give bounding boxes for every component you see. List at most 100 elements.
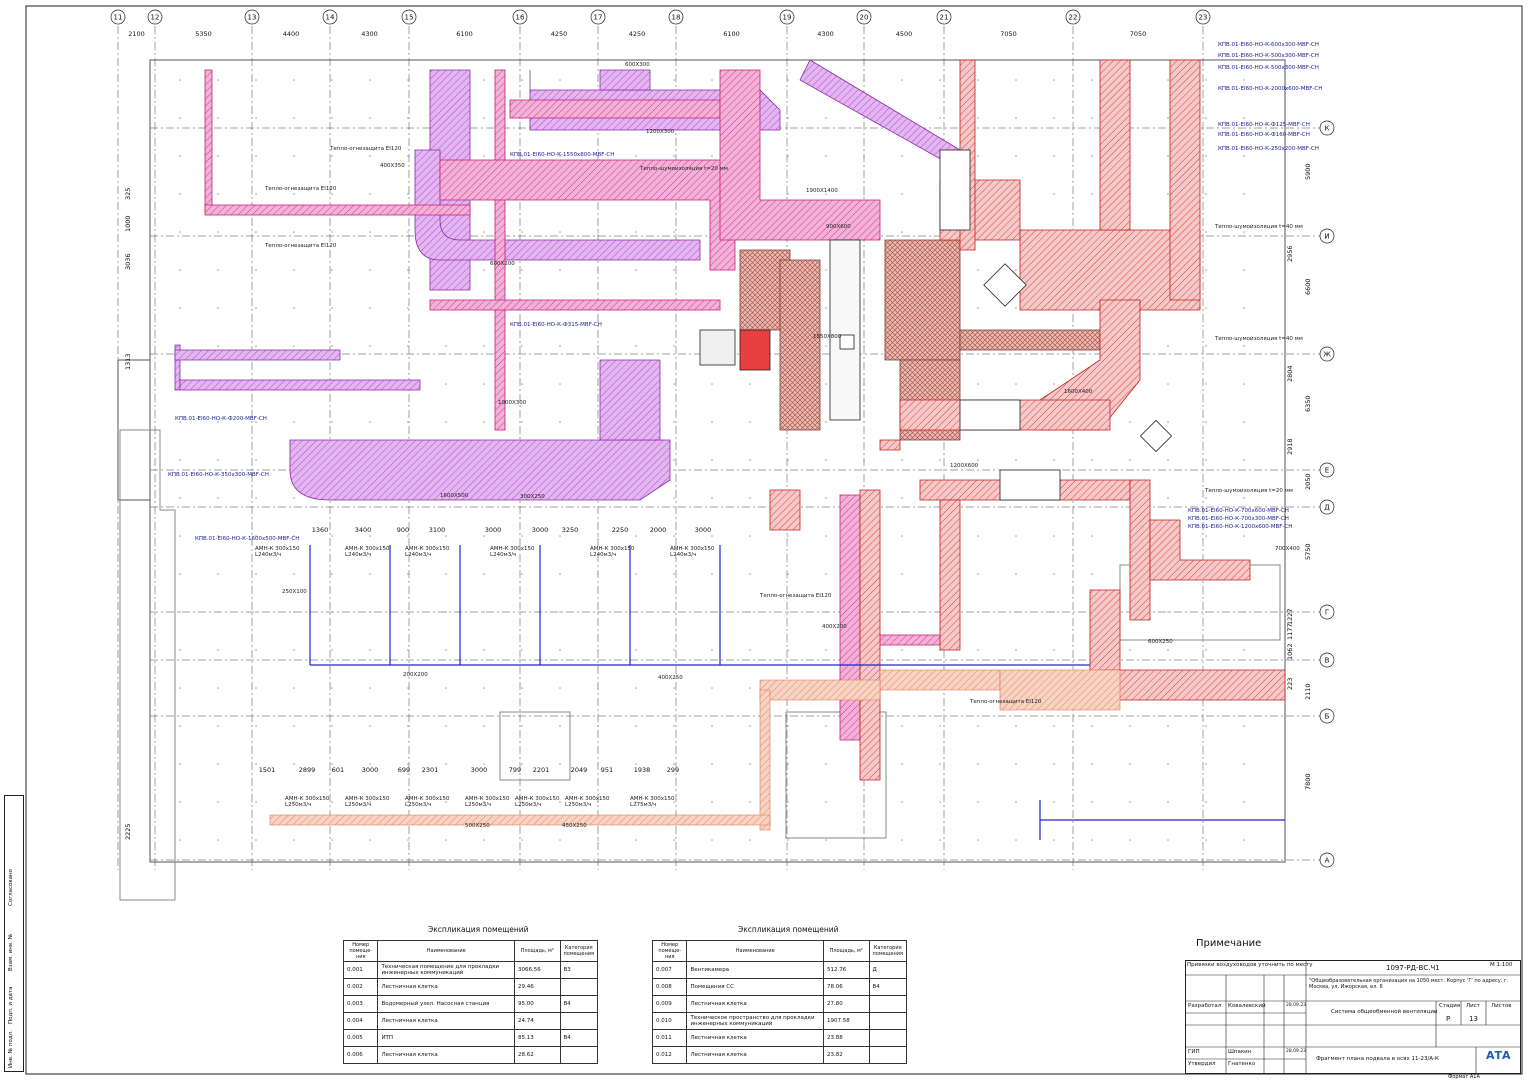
cell-area: 512.76	[823, 961, 870, 979]
sheet-frame	[25, 5, 1523, 1075]
valve-label: КПВ.01-EI60-НО-К-Ф125-МВF-СН	[1218, 122, 1310, 128]
bottom-dimension: 2201	[533, 766, 550, 774]
side-stamp-sign: Подп. и дата	[8, 986, 14, 1024]
format-label: Формат А1А	[1448, 1074, 1480, 1080]
col-name: Наименование	[686, 940, 825, 962]
name-approve: Гнатенко	[1228, 1061, 1256, 1067]
col-dimension: 2100	[128, 30, 145, 38]
grid-row-label: Б	[1325, 713, 1330, 721]
cell-name: Лестничная клетка	[686, 995, 825, 1013]
bottom-dimension: 2899	[299, 766, 316, 774]
col-dimension: 4300	[817, 30, 834, 38]
bottom-dimension: 1938	[634, 766, 651, 774]
grid-col-label: 17	[594, 14, 603, 22]
grid-bubble-row	[1319, 852, 1335, 868]
cell-category	[559, 1046, 598, 1064]
system-label: Тепло-огнезащита EI120	[969, 699, 1042, 705]
table-header-row: Номер помеще-ния Наименование Площадь, м…	[651, 940, 907, 962]
duct-size-label: 1000X300	[498, 400, 527, 406]
cell-area: 85.13	[514, 1029, 561, 1047]
diffuser-model-label: АМН-К 300х150	[255, 546, 300, 552]
grid-col-label: 19	[783, 14, 792, 22]
cell-number: 0.011	[651, 1029, 688, 1047]
left-dimension: 325	[124, 188, 132, 200]
diffuser-model-label: АМН-К 300х150	[630, 796, 675, 802]
diffuser-flow-label: L240м3/ч	[590, 552, 616, 558]
grid-row-label: В	[1325, 657, 1330, 665]
grid-row-label: А	[1325, 857, 1330, 865]
cell-category	[868, 995, 907, 1013]
duct-size-label: 700X400	[1275, 546, 1300, 552]
duct-size-label: 400X350	[380, 163, 405, 169]
grid-col-label: 15	[405, 14, 414, 22]
cell-name: Техническое пространство для прокладки и…	[686, 1012, 825, 1030]
mid-dimension: 2000	[650, 526, 667, 534]
col-dimension: 6100	[723, 30, 740, 38]
col-name: Наименование	[377, 940, 516, 962]
side-stamp: Согласовано Взам. инв. № Подп. и дата Ин…	[4, 795, 24, 1072]
duct-size-label: 900X600	[826, 224, 851, 230]
grid-row-label: Ж	[1323, 351, 1331, 359]
grid-bubble-col	[110, 9, 126, 25]
system-label: Тепло-огнезащита EI120	[329, 146, 402, 152]
row-dimension-secondary: 2804	[1286, 365, 1294, 382]
cell-category: В4	[559, 995, 598, 1013]
valve-label: КПВ.01-EI60-НО-К-700х300-МВF-СН	[1188, 516, 1289, 522]
duct-size-label: 1600X400	[1064, 389, 1093, 395]
diffuser-model-label: АМН-К 300х150	[590, 546, 635, 552]
diffuser-flow-label: L250м3/ч	[465, 802, 491, 808]
bottom-dimension: 601	[332, 766, 344, 774]
col-dimension: 7050	[1000, 30, 1017, 38]
col-dimension: 5350	[195, 30, 212, 38]
row-dimension-secondary: 223	[1286, 678, 1294, 690]
mid-dimension: 2250	[612, 526, 629, 534]
grid-bubble-col	[401, 9, 417, 25]
system-label: Тепло-огнезащита EI120	[264, 186, 337, 192]
cell-name: Лестничная клетка	[686, 1046, 825, 1064]
cell-number: 0.006	[342, 1046, 379, 1064]
stage-value: Р	[1446, 1015, 1451, 1023]
duct-size-label: 1200X600	[950, 463, 979, 469]
row-dimension: 6350	[1304, 395, 1312, 412]
date-developer: 28.09.23	[1286, 1003, 1307, 1008]
company-logo: АТА	[1486, 1049, 1511, 1062]
explication-left-title: Экспликация помещений	[428, 925, 529, 934]
col-number: Номер помеще-ния	[342, 940, 379, 962]
col-dimension: 4250	[629, 30, 646, 38]
valve-label: КПВ.01-EI60-НО-К-1200х600-МВF-СН	[1188, 524, 1292, 530]
diffuser-model-label: АМН-К 300х150	[345, 796, 390, 802]
name-gip: Шпакин	[1228, 1049, 1252, 1055]
grid-col-label: 23	[1199, 14, 1208, 22]
valve-label: КПВ.01-EI60-НО-К-Ф160-МВF-СН	[1218, 132, 1310, 138]
duct-size-label: 400X250	[658, 675, 683, 681]
mid-dimension: 3000	[695, 526, 712, 534]
cell-number: 0.009	[651, 995, 688, 1013]
valve-label: КПВ.01-EI60-НО-К-500х300-МВF-СН	[1218, 53, 1319, 59]
diffuser-model-label: АМН-К 300х150	[515, 796, 560, 802]
bottom-dimension: 3000	[471, 766, 488, 774]
duct-pink-system	[204, 69, 941, 741]
diffuser-flow-label: L250м3/ч	[565, 802, 591, 808]
project-name: "Общеобразовательная организация на 1050…	[1309, 978, 1509, 990]
mid-dimension: 3100	[429, 526, 446, 534]
duct-size-label: 600X250	[1148, 639, 1173, 645]
cell-name: Лестничная клетка	[377, 1012, 516, 1030]
cell-area: 27.80	[823, 995, 870, 1013]
cell-area: 24.74	[514, 1012, 561, 1030]
mid-dimension: 3400	[355, 526, 372, 534]
grid-col-label: 22	[1069, 14, 1078, 22]
duct-size-labels: 600X3001200X3001900X1400900X6001550X8006…	[282, 62, 1300, 829]
grid-bubble-col	[590, 9, 606, 25]
diffuser-model-label: АМН-К 300х150	[490, 546, 535, 552]
row-dimension: 2110	[1304, 683, 1312, 700]
